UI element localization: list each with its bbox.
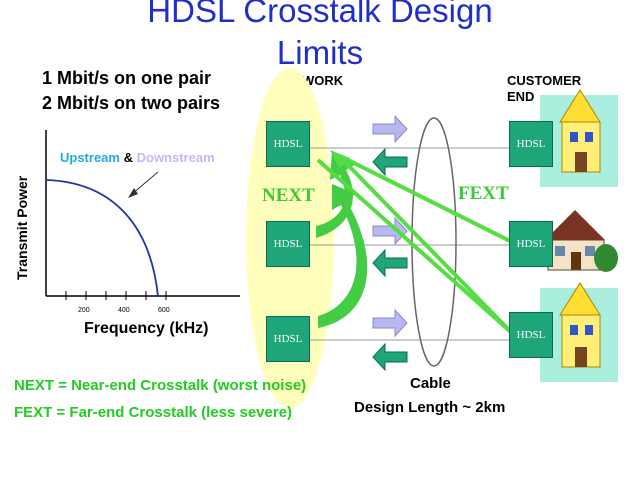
fext-label: FEXT xyxy=(458,183,509,204)
upstream-arrow-icon xyxy=(372,308,408,338)
customer-end-line1: CUSTOMER xyxy=(507,73,582,88)
hdsl-modem-network-3: HDSL xyxy=(266,316,310,362)
upstream-arrow-icon xyxy=(372,114,408,144)
legend-pointer-head xyxy=(128,188,138,198)
legend-upstream: Upstream xyxy=(60,150,120,165)
page-title: HDSL Crosstalk Design xyxy=(147,0,493,29)
upstream-arrow-icon xyxy=(372,216,408,246)
next-label: NEXT xyxy=(262,185,315,206)
hdsl-modem-customer-2: HDSL xyxy=(509,221,553,267)
house-icon xyxy=(540,89,618,187)
rate-one-pair: 1 Mbit/s on one pair xyxy=(42,68,212,88)
customer-end-label: CUSTOMER END xyxy=(507,73,581,105)
house-icon xyxy=(545,210,618,272)
tick-label: 600 xyxy=(158,307,170,314)
upstream-arrows xyxy=(372,114,408,338)
legend-amp: & xyxy=(123,150,133,165)
hdsl-modem-customer-1: HDSL xyxy=(509,121,553,167)
downstream-arrows xyxy=(372,147,408,372)
next-crosstalk-arrows xyxy=(316,152,368,328)
downstream-arrow-icon xyxy=(372,248,408,278)
tick-label: 200 xyxy=(78,307,90,314)
rate-two-pairs: 2 Mbit/s on two pairs xyxy=(42,93,221,113)
next-curve-arrow-icon xyxy=(318,184,368,328)
tick-label: 400 xyxy=(118,307,130,314)
graph-x-axis-label: Frequency (kHz) xyxy=(84,320,209,337)
graph-ticks xyxy=(65,291,167,300)
next-curve-arrow-icon xyxy=(316,152,356,238)
legend-pointer xyxy=(131,171,159,195)
fext-arrowheads xyxy=(330,150,350,168)
fext-arrow-icon xyxy=(330,150,350,168)
fext-crosstalk-lines xyxy=(316,158,514,335)
customer-end-line2: END xyxy=(507,89,535,104)
cable-bundle-icon xyxy=(411,117,457,367)
cable-length-label: Design Length ~ 2km xyxy=(354,399,506,416)
graph-legend: Upstream & Downstream xyxy=(60,150,215,165)
hdsl-modem-customer-3: HDSL xyxy=(509,312,553,358)
graph-y-axis-label: Transmit Power xyxy=(14,175,30,280)
hdsl-modem-network-1: HDSL xyxy=(266,121,310,167)
fext-definition: FEXT = Far-end Crosstalk (less severe) xyxy=(14,404,293,421)
spectrum-curve xyxy=(45,179,159,297)
page-title-line2: Limits xyxy=(276,34,364,71)
next-definition: NEXT = Near-end Crosstalk (worst noise) xyxy=(14,377,307,394)
downstream-arrow-icon xyxy=(372,147,408,177)
hdsl-modem-network-2: HDSL xyxy=(266,221,310,267)
cable-label: Cable xyxy=(410,375,451,392)
downstream-arrow-icon xyxy=(372,342,408,372)
legend-downstream: Downstream xyxy=(136,150,215,165)
graph-axes xyxy=(45,130,240,297)
house-icon xyxy=(540,282,618,382)
